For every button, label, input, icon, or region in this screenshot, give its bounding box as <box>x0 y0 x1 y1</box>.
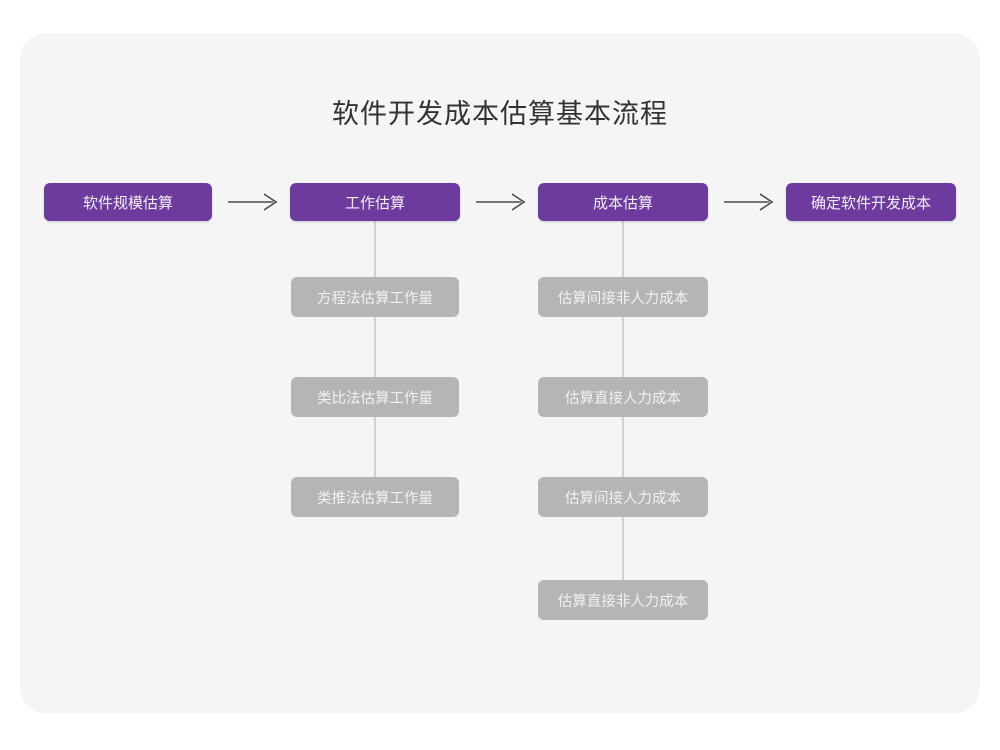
page-title: 软件开发成本估算基本流程 <box>332 99 668 129</box>
node-stage-3-substep-1[interactable]: 估算间接非人力成本 <box>538 277 708 317</box>
node-stage-3-substep-3-label: 估算间接人力成本 <box>565 490 681 507</box>
node-stage-2-substep-3-label: 类推法估算工作量 <box>317 490 433 507</box>
node-stage-3-substep-4-label: 估算直接非人力成本 <box>557 593 689 610</box>
node-stage-3-substep-1-label: 估算间接非人力成本 <box>557 290 689 307</box>
node-stage-1-label: 软件规模估算 <box>82 194 173 212</box>
node-stage-3-substep-2-label: 估算直接人力成本 <box>565 390 681 407</box>
node-stage-3-substep-3[interactable]: 估算间接人力成本 <box>538 477 708 517</box>
node-stage-4-label: 确定软件开发成本 <box>810 194 931 212</box>
node-stage-2-substep-1-label: 方程法估算工作量 <box>317 290 433 307</box>
node-stage-2-substep-1[interactable]: 方程法估算工作量 <box>291 277 459 317</box>
node-stage-4[interactable]: 确定软件开发成本 <box>786 183 956 221</box>
arrow-stage2-to-stage3 <box>476 190 528 214</box>
arrow-stage3-to-stage4 <box>724 190 776 214</box>
node-stage-1[interactable]: 软件规模估算 <box>44 183 212 221</box>
connector-line-stage2 <box>374 220 376 498</box>
node-stage-3-substep-2[interactable]: 估算直接人力成本 <box>538 377 708 417</box>
card-background <box>20 33 980 713</box>
node-stage-3[interactable]: 成本估算 <box>538 183 708 221</box>
node-stage-3-substep-4[interactable]: 估算直接非人力成本 <box>538 580 708 620</box>
node-stage-3-label: 成本估算 <box>592 194 653 212</box>
node-stage-2-label: 工作估算 <box>344 194 405 212</box>
node-stage-2-substep-2-label: 类比法估算工作量 <box>317 390 433 407</box>
node-stage-2[interactable]: 工作估算 <box>290 183 460 221</box>
node-stage-2-substep-2[interactable]: 类比法估算工作量 <box>291 377 459 417</box>
node-stage-2-substep-3[interactable]: 类推法估算工作量 <box>291 477 459 517</box>
arrow-stage1-to-stage2 <box>228 190 280 214</box>
